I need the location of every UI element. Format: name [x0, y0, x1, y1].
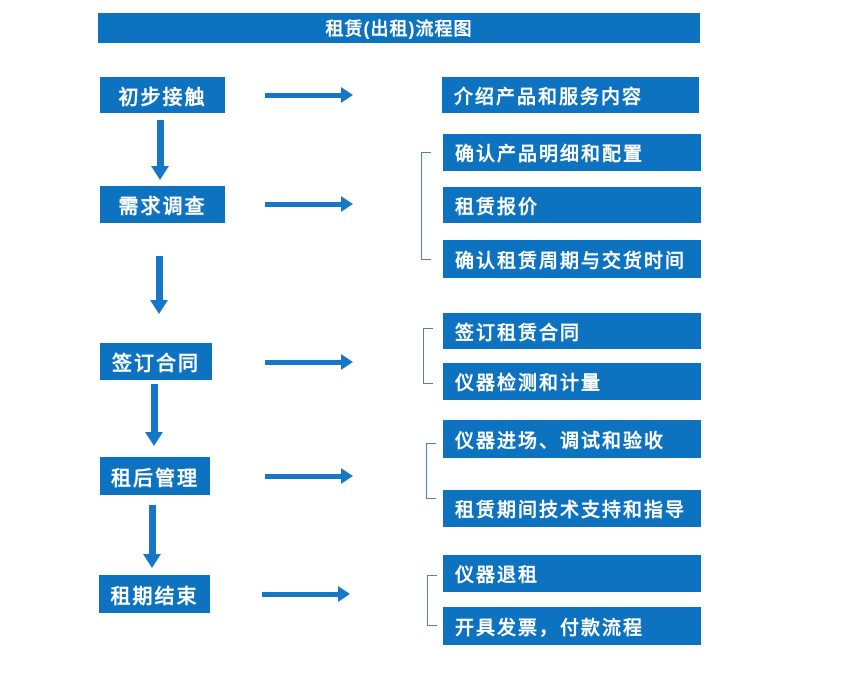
right-arrow-2: [265, 196, 353, 212]
detail-box-instrument-setup-acceptance: 仪器进场、调试和验收: [443, 420, 701, 458]
right-arrow-shaft: [265, 92, 341, 98]
down-arrow-shaft: [156, 120, 164, 166]
down-arrow-shaft: [148, 505, 156, 554]
right-arrow-head-icon: [341, 196, 353, 212]
detail-box-tech-support: 租赁期间技术支持和指导: [443, 490, 701, 527]
down-arrow-head-icon: [143, 554, 161, 568]
down-arrow-head-icon: [151, 166, 169, 180]
right-arrow-1: [265, 87, 353, 103]
right-arrow-head-icon: [341, 87, 353, 103]
right-arrow-5: [262, 586, 350, 602]
step-box-post-rental-management: 租后管理: [100, 457, 210, 495]
down-arrow-3: [145, 384, 163, 446]
detail-box-confirm-product-config: 确认产品明细和配置: [443, 134, 701, 171]
down-arrow-shaft: [150, 384, 158, 432]
step-box-initial-contact: 初步接触: [100, 77, 225, 113]
bracket-group-2: [421, 152, 431, 260]
down-arrow-shaft: [155, 256, 163, 300]
right-arrow-3: [265, 354, 353, 370]
step-box-rental-end: 租期结束: [99, 575, 210, 613]
bracket-group-5: [427, 575, 437, 626]
detail-box-sign-rental-contract: 签订租赁合同: [443, 313, 701, 349]
flowchart-title: 租赁(出租)流程图: [98, 13, 700, 43]
right-arrow-shaft: [265, 473, 341, 479]
detail-box-introduce-products-services: 介绍产品和服务内容: [442, 77, 699, 113]
right-arrow-head-icon: [338, 586, 350, 602]
detail-box-invoice-payment: 开具发票，付款流程: [443, 607, 701, 645]
bracket-group-4: [426, 443, 436, 499]
down-arrow-4: [143, 505, 161, 568]
detail-box-instrument-testing: 仪器检测和计量: [443, 363, 701, 400]
right-arrow-head-icon: [341, 354, 353, 370]
down-arrow-head-icon: [150, 300, 168, 314]
detail-box-confirm-period-delivery: 确认租赁周期与交货时间: [443, 240, 701, 278]
right-arrow-shaft: [262, 591, 338, 597]
detail-box-instrument-return: 仪器退租: [443, 555, 701, 592]
right-arrow-shaft: [265, 201, 341, 207]
down-arrow-1: [151, 120, 169, 180]
down-arrow-head-icon: [145, 432, 163, 446]
bracket-group-3: [423, 328, 433, 384]
step-box-demand-survey: 需求调查: [100, 186, 225, 223]
step-box-sign-contract: 签订合同: [100, 343, 212, 380]
detail-box-rental-quotation: 租赁报价: [443, 187, 701, 223]
down-arrow-2: [150, 256, 168, 314]
right-arrow-head-icon: [341, 468, 353, 484]
right-arrow-shaft: [265, 359, 341, 365]
right-arrow-4: [265, 468, 353, 484]
